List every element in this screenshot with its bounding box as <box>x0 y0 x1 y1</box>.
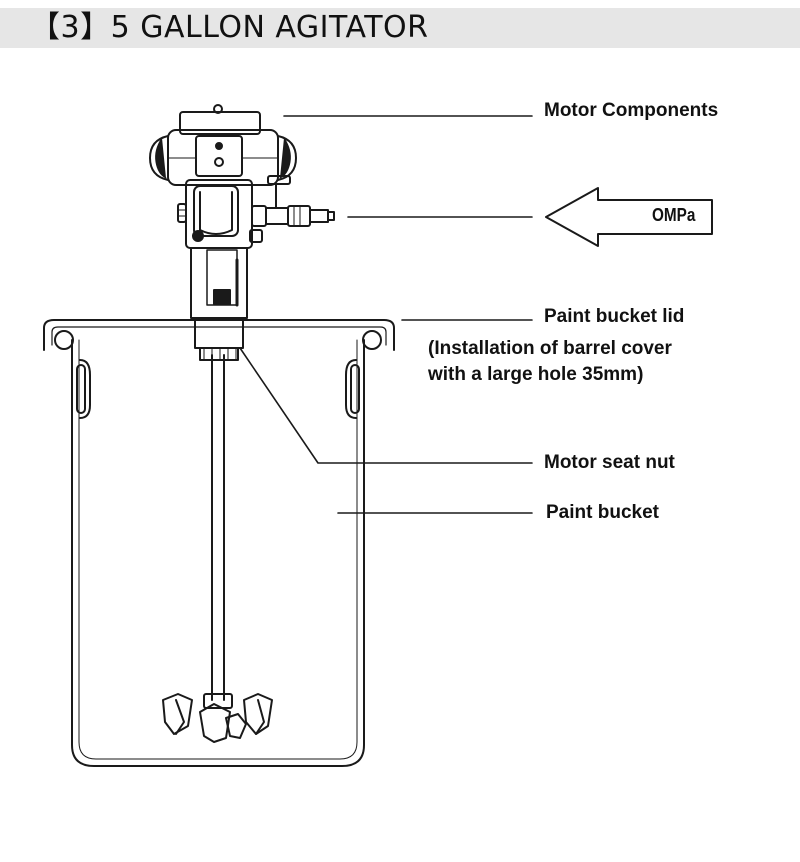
label-pressure-gauge: OMPa <box>652 205 696 225</box>
air-inlet-valve <box>251 175 335 227</box>
label-motor-components: Motor Components <box>544 100 719 121</box>
label-paint-bucket: Paint bucket <box>546 502 659 523</box>
label-motor-seat-nut: Motor seat nut <box>544 452 675 473</box>
header-band <box>0 8 800 48</box>
motor-seat-nut <box>194 317 244 361</box>
leader-lines <box>239 115 533 514</box>
label-lid-note-line2: with a large hole 35mm) <box>428 364 644 385</box>
page-title: 【3】5 GALLON AGITATOR <box>30 10 429 45</box>
motor-column <box>190 247 248 319</box>
paint-bucket-body <box>71 339 365 767</box>
label-lid-note-line1: (Installation of barrel cover <box>428 338 672 359</box>
impeller <box>162 693 273 743</box>
label-paint-bucket-lid: Paint bucket lid <box>544 306 685 327</box>
pressure-arrow-icon <box>545 187 713 247</box>
paint-bucket-lid <box>43 319 395 351</box>
agitator-shaft <box>211 354 225 701</box>
